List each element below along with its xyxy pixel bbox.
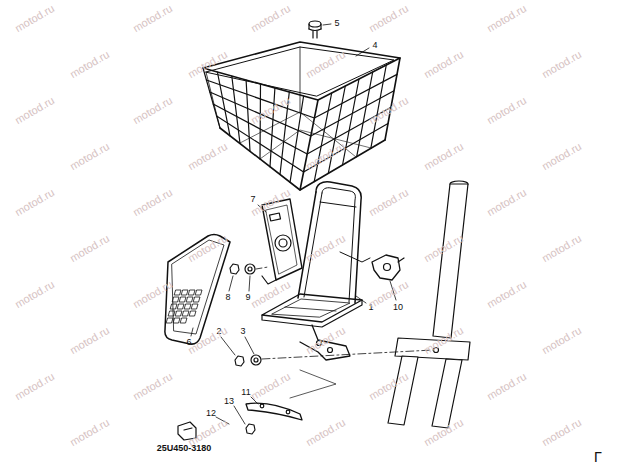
watermark: motod.ru <box>249 94 292 125</box>
watermark: motod.ru <box>367 186 410 217</box>
callout-number: 5 <box>334 19 339 28</box>
watermark: motod.ru <box>540 48 583 79</box>
bolt-washer <box>230 264 268 274</box>
callout-number: 3 <box>240 327 245 336</box>
basket-stay <box>262 182 370 360</box>
watermark: motod.ru <box>13 2 56 33</box>
watermark: motod.ru <box>304 48 347 79</box>
watermark: motod.ru <box>249 2 292 33</box>
watermark: motod.ru <box>540 324 583 355</box>
watermark: motod.ru <box>540 416 583 447</box>
watermark: motod.ru <box>422 232 465 263</box>
watermark: motod.ru <box>68 48 111 79</box>
callout-number: 12 <box>206 409 216 418</box>
watermark: motod.ru <box>304 416 347 447</box>
watermark: motod.ru <box>485 370 528 401</box>
watermark: motod.ru <box>13 94 56 125</box>
watermark: motod.ru <box>186 48 229 79</box>
watermark: motod.ru <box>304 232 347 263</box>
watermark: motod.ru <box>367 2 410 33</box>
front-fork <box>388 181 470 428</box>
watermark: motod.ru <box>304 324 347 355</box>
callout-number: 13 <box>224 397 234 406</box>
watermark: motod.ru <box>68 416 111 447</box>
reflector-bracket <box>262 199 302 284</box>
watermark: motod.ru <box>249 278 292 309</box>
screw <box>309 21 321 38</box>
corner-mark: Г <box>594 450 603 464</box>
watermark: motod.ru <box>485 278 528 309</box>
watermark: motod.ru <box>13 186 56 217</box>
watermark: motod.ru <box>422 140 465 171</box>
watermark: motod.ru <box>485 94 528 125</box>
watermark: motod.ru <box>367 278 410 309</box>
watermark: motod.ru <box>68 324 111 355</box>
watermark: motod.ru <box>13 370 56 401</box>
watermark: motod.ru <box>540 232 583 263</box>
watermark: motod.ru <box>131 2 174 33</box>
watermark: motod.ru <box>68 232 111 263</box>
watermark: motod.ru <box>540 140 583 171</box>
watermark: motod.ru <box>131 94 174 125</box>
watermark: motod.ru <box>422 324 465 355</box>
watermark: motod.ru <box>186 324 229 355</box>
watermark: motod.ru <box>68 140 111 171</box>
drawing-number: 25U450-3180 <box>157 444 212 453</box>
watermark: motod.ru <box>249 186 292 217</box>
callout-number: 8 <box>225 293 230 302</box>
watermark: motod.ru <box>367 370 410 401</box>
watermark: motod.ru <box>186 140 229 171</box>
watermark: motod.ru <box>131 186 174 217</box>
bolt-washer <box>235 350 433 366</box>
watermark: motod.ru <box>485 186 528 217</box>
watermark: motod.ru <box>249 370 292 401</box>
watermark: motod.ru <box>186 232 229 263</box>
leader-line <box>191 24 396 424</box>
callout-number: 7 <box>250 195 255 204</box>
watermark: motod.ru <box>131 370 174 401</box>
watermark: motod.ru <box>485 2 528 33</box>
watermark: motod.ru <box>367 94 410 125</box>
watermark: motod.ru <box>422 48 465 79</box>
watermark: motod.ru <box>131 278 174 309</box>
clamp <box>372 255 404 280</box>
watermark: motod.ru <box>13 278 56 309</box>
callout-number: 10 <box>393 303 403 312</box>
watermark: motod.ru <box>304 140 347 171</box>
watermark: motod.ru <box>422 416 465 447</box>
callout-number: 4 <box>372 41 377 50</box>
